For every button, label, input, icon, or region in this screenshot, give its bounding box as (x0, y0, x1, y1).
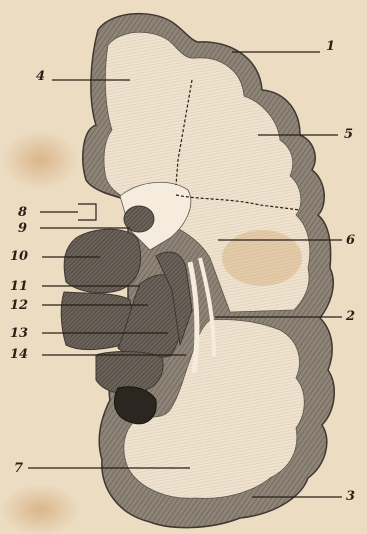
label-14: 14 (10, 347, 28, 362)
paper-stain (0, 484, 80, 534)
label-7: 7 (14, 461, 23, 476)
label-1: 1 (326, 39, 335, 54)
label-6: 6 (346, 233, 355, 248)
leader-8-bracket (78, 204, 96, 220)
label-11: 11 (10, 279, 28, 294)
thalamus (64, 229, 140, 293)
label-3: 3 (346, 489, 355, 504)
label-10: 10 (10, 249, 28, 264)
stain-on-cortex (222, 230, 302, 286)
label-8: 8 (18, 205, 27, 220)
label-2: 2 (345, 309, 355, 324)
label-13: 13 (10, 326, 28, 341)
paper-stain (2, 130, 78, 190)
label-5: 5 (344, 127, 353, 142)
label-12: 12 (10, 298, 28, 313)
label-9: 9 (18, 221, 27, 236)
label-4: 4 (36, 69, 45, 84)
